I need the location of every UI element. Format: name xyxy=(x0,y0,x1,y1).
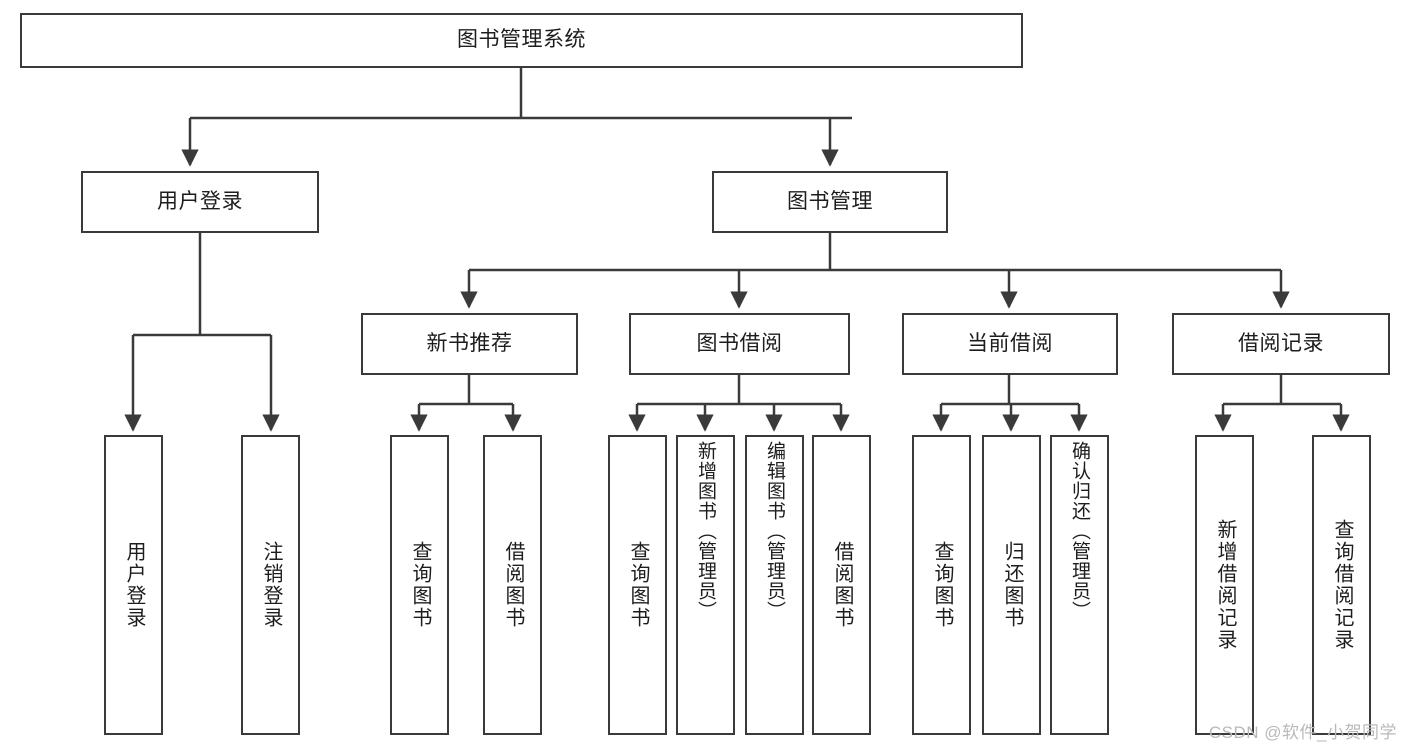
node-leaf-add-record[interactable]: 新增借阅记录 xyxy=(1195,435,1254,735)
node-root-label: 图书管理系统 xyxy=(457,28,586,52)
node-leaf-query-book-1[interactable]: 查询图书 xyxy=(390,435,449,735)
node-current-borrow[interactable]: 当前借阅 xyxy=(902,313,1118,375)
node-leaf-logout-login[interactable]: 注销登录 xyxy=(241,435,300,735)
node-borrow-record[interactable]: 借阅记录 xyxy=(1172,313,1390,375)
node-leaf-edit-book-label: 编辑图书（管理员） xyxy=(764,441,786,621)
node-leaf-borrow-book-1-label: 借阅图书 xyxy=(502,541,524,629)
node-leaf-query-book-2-label: 查询图书 xyxy=(627,541,649,629)
node-book-borrow[interactable]: 图书借阅 xyxy=(629,313,850,375)
node-leaf-borrow-book-2[interactable]: 借阅图书 xyxy=(812,435,871,735)
node-new-book-recommend-label: 新书推荐 xyxy=(426,331,513,355)
node-user-login-label: 用户登录 xyxy=(157,189,243,213)
node-leaf-add-book-label: 新增图书（管理员） xyxy=(695,441,717,621)
node-leaf-query-book-3-label: 查询图书 xyxy=(931,541,953,629)
node-leaf-query-book-1-label: 查询图书 xyxy=(409,541,431,629)
node-leaf-add-record-label: 新增借阅记录 xyxy=(1214,519,1236,651)
node-user-login[interactable]: 用户登录 xyxy=(81,171,319,233)
node-current-borrow-label: 当前借阅 xyxy=(967,331,1053,355)
node-book-borrow-label: 图书借阅 xyxy=(696,331,783,355)
node-leaf-user-login[interactable]: 用户登录 xyxy=(104,435,163,735)
node-leaf-query-record-label: 查询借阅记录 xyxy=(1331,519,1353,651)
node-leaf-return-book-label: 归还图书 xyxy=(1001,541,1023,629)
node-root[interactable]: 图书管理系统 xyxy=(20,13,1023,68)
node-leaf-confirm-return[interactable]: 确认归还（管理员） xyxy=(1050,435,1109,735)
node-leaf-edit-book[interactable]: 编辑图书（管理员） xyxy=(745,435,804,735)
node-leaf-return-book[interactable]: 归还图书 xyxy=(982,435,1041,735)
node-leaf-confirm-return-label: 确认归还（管理员） xyxy=(1069,441,1091,621)
node-new-book-recommend[interactable]: 新书推荐 xyxy=(361,313,578,375)
node-leaf-query-book-2[interactable]: 查询图书 xyxy=(608,435,667,735)
node-leaf-query-book-3[interactable]: 查询图书 xyxy=(912,435,971,735)
node-leaf-borrow-book-2-label: 借阅图书 xyxy=(831,541,853,629)
node-leaf-user-login-label: 用户登录 xyxy=(123,541,145,629)
csdn-watermark: CSDN @软件_小贺同学 xyxy=(1208,723,1397,742)
node-book-manage-label: 图书管理 xyxy=(787,189,873,213)
node-leaf-borrow-book-1[interactable]: 借阅图书 xyxy=(483,435,542,735)
node-leaf-add-book[interactable]: 新增图书（管理员） xyxy=(676,435,735,735)
node-leaf-logout-login-label: 注销登录 xyxy=(260,541,282,629)
node-leaf-query-record[interactable]: 查询借阅记录 xyxy=(1312,435,1371,735)
node-borrow-record-label: 借阅记录 xyxy=(1238,331,1324,355)
node-book-manage[interactable]: 图书管理 xyxy=(712,171,948,233)
